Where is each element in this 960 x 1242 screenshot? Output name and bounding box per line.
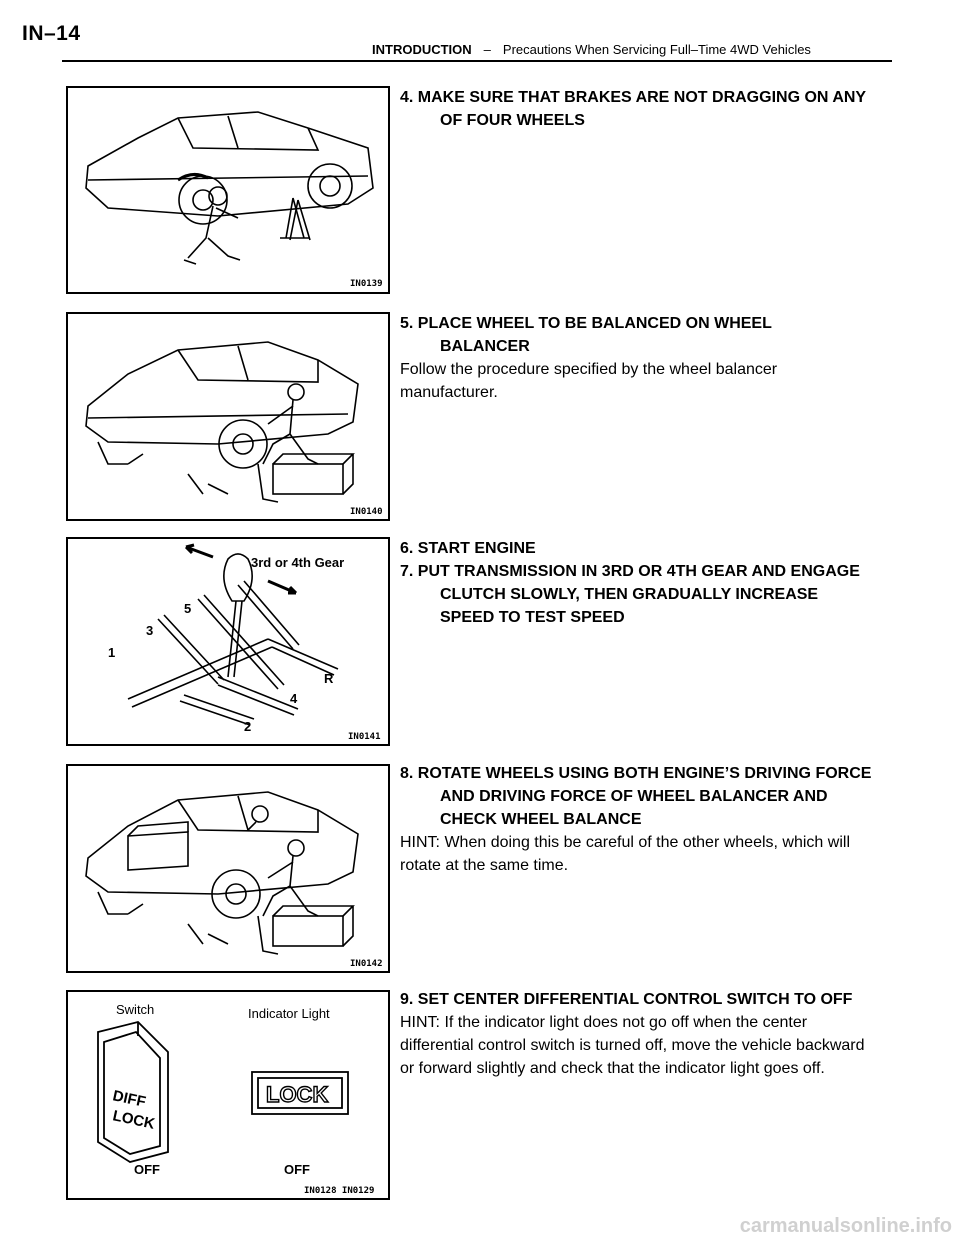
step-8-hint: HINT: When doing this be careful of the …: [400, 834, 850, 874]
figure-rotate-wheels: IN0142: [66, 764, 390, 973]
step-5-heading: 5. PLACE WHEEL TO BE BALANCED ON WHEEL B…: [400, 315, 772, 355]
gear-number-r: R: [324, 671, 334, 686]
section-subtitle: Precautions When Servicing Full–Time 4WD…: [502, 42, 811, 57]
section-name: INTRODUCTION: [372, 42, 472, 57]
switch-text-lock: LOCK: [111, 1107, 156, 1132]
page-number: IN–14: [22, 22, 81, 45]
diff-switch-illustration: Switch Indicator Light OFF OFF DIFF LOCK…: [97, 1002, 374, 1196]
gear-number-2: 2: [244, 719, 251, 734]
step-9: 9. SET CENTER DIFFERENTIAL CONTROL SWITC…: [400, 988, 880, 1080]
step-5-body: Follow the procedure specified by the wh…: [400, 361, 778, 401]
indicator-text-lock: LOCK: [266, 1082, 328, 1107]
step-7-heading: 7. PUT TRANSMISSION IN 3RD OR 4TH GEAR A…: [400, 563, 860, 626]
gear-number-1: 1: [108, 645, 115, 660]
figure-gear-pattern: 3rd or 4th Gear 1 2 3 4 5 R IN0141: [66, 537, 390, 746]
figure-code: IN0141: [348, 732, 381, 742]
switch-label: Switch: [116, 1002, 154, 1017]
switch-off-label: OFF: [134, 1162, 160, 1177]
step-4-heading: 4. MAKE SURE THAT BRAKES ARE NOT DRAGGIN…: [400, 89, 866, 129]
indicator-off-label: OFF: [284, 1162, 310, 1177]
figure-code: IN0128 IN0129: [304, 1186, 374, 1196]
car-on-stands-illustration: IN0139: [85, 111, 383, 289]
figure-code: IN0139: [350, 279, 383, 289]
running-header: INTRODUCTION–Precautions When Servicing …: [372, 42, 811, 57]
gear-number-3: 3: [146, 623, 153, 638]
gear-label: 3rd or 4th Gear: [251, 555, 344, 570]
figure-wheel-balancer: IN0140: [66, 312, 390, 521]
figure-brake-check: IN0139: [66, 86, 390, 294]
step-8-heading: 8. ROTATE WHEELS USING BOTH ENGINE’S DRI…: [400, 765, 872, 828]
wheel-balancer-illustration: IN0140: [85, 341, 383, 517]
header-separator: –: [483, 42, 491, 57]
gear-shift-diagram: 3rd or 4th Gear 1 2 3 4 5 R IN0141: [108, 543, 381, 742]
step-5: 5. PLACE WHEEL TO BE BALANCED ON WHEEL B…: [400, 312, 860, 404]
gear-number-5: 5: [184, 601, 191, 616]
indicator-light-label: Indicator Light: [248, 1006, 330, 1021]
switch-text-diff: DIFF: [111, 1087, 147, 1111]
step-9-heading: 9. SET CENTER DIFFERENTIAL CONTROL SWITC…: [400, 991, 853, 1008]
step-6-7: 6. START ENGINE 7. PUT TRANSMISSION IN 3…: [400, 537, 870, 629]
rotate-wheels-illustration: IN0142: [85, 791, 383, 969]
figure-code: IN0142: [350, 959, 383, 969]
header-rule: [62, 60, 892, 62]
figure-diff-switch: Switch Indicator Light OFF OFF DIFF LOCK…: [66, 990, 390, 1200]
step-9-hint: HINT: If the indicator light does not go…: [400, 1014, 865, 1077]
step-4: 4. MAKE SURE THAT BRAKES ARE NOT DRAGGIN…: [400, 86, 890, 132]
figure-code: IN0140: [350, 507, 383, 517]
watermark: carmanualsonline.info: [739, 1215, 952, 1237]
step-8: 8. ROTATE WHEELS USING BOTH ENGINE’S DRI…: [400, 762, 880, 877]
step-6-heading: 6. START ENGINE: [400, 540, 536, 557]
gear-number-4: 4: [290, 691, 298, 706]
